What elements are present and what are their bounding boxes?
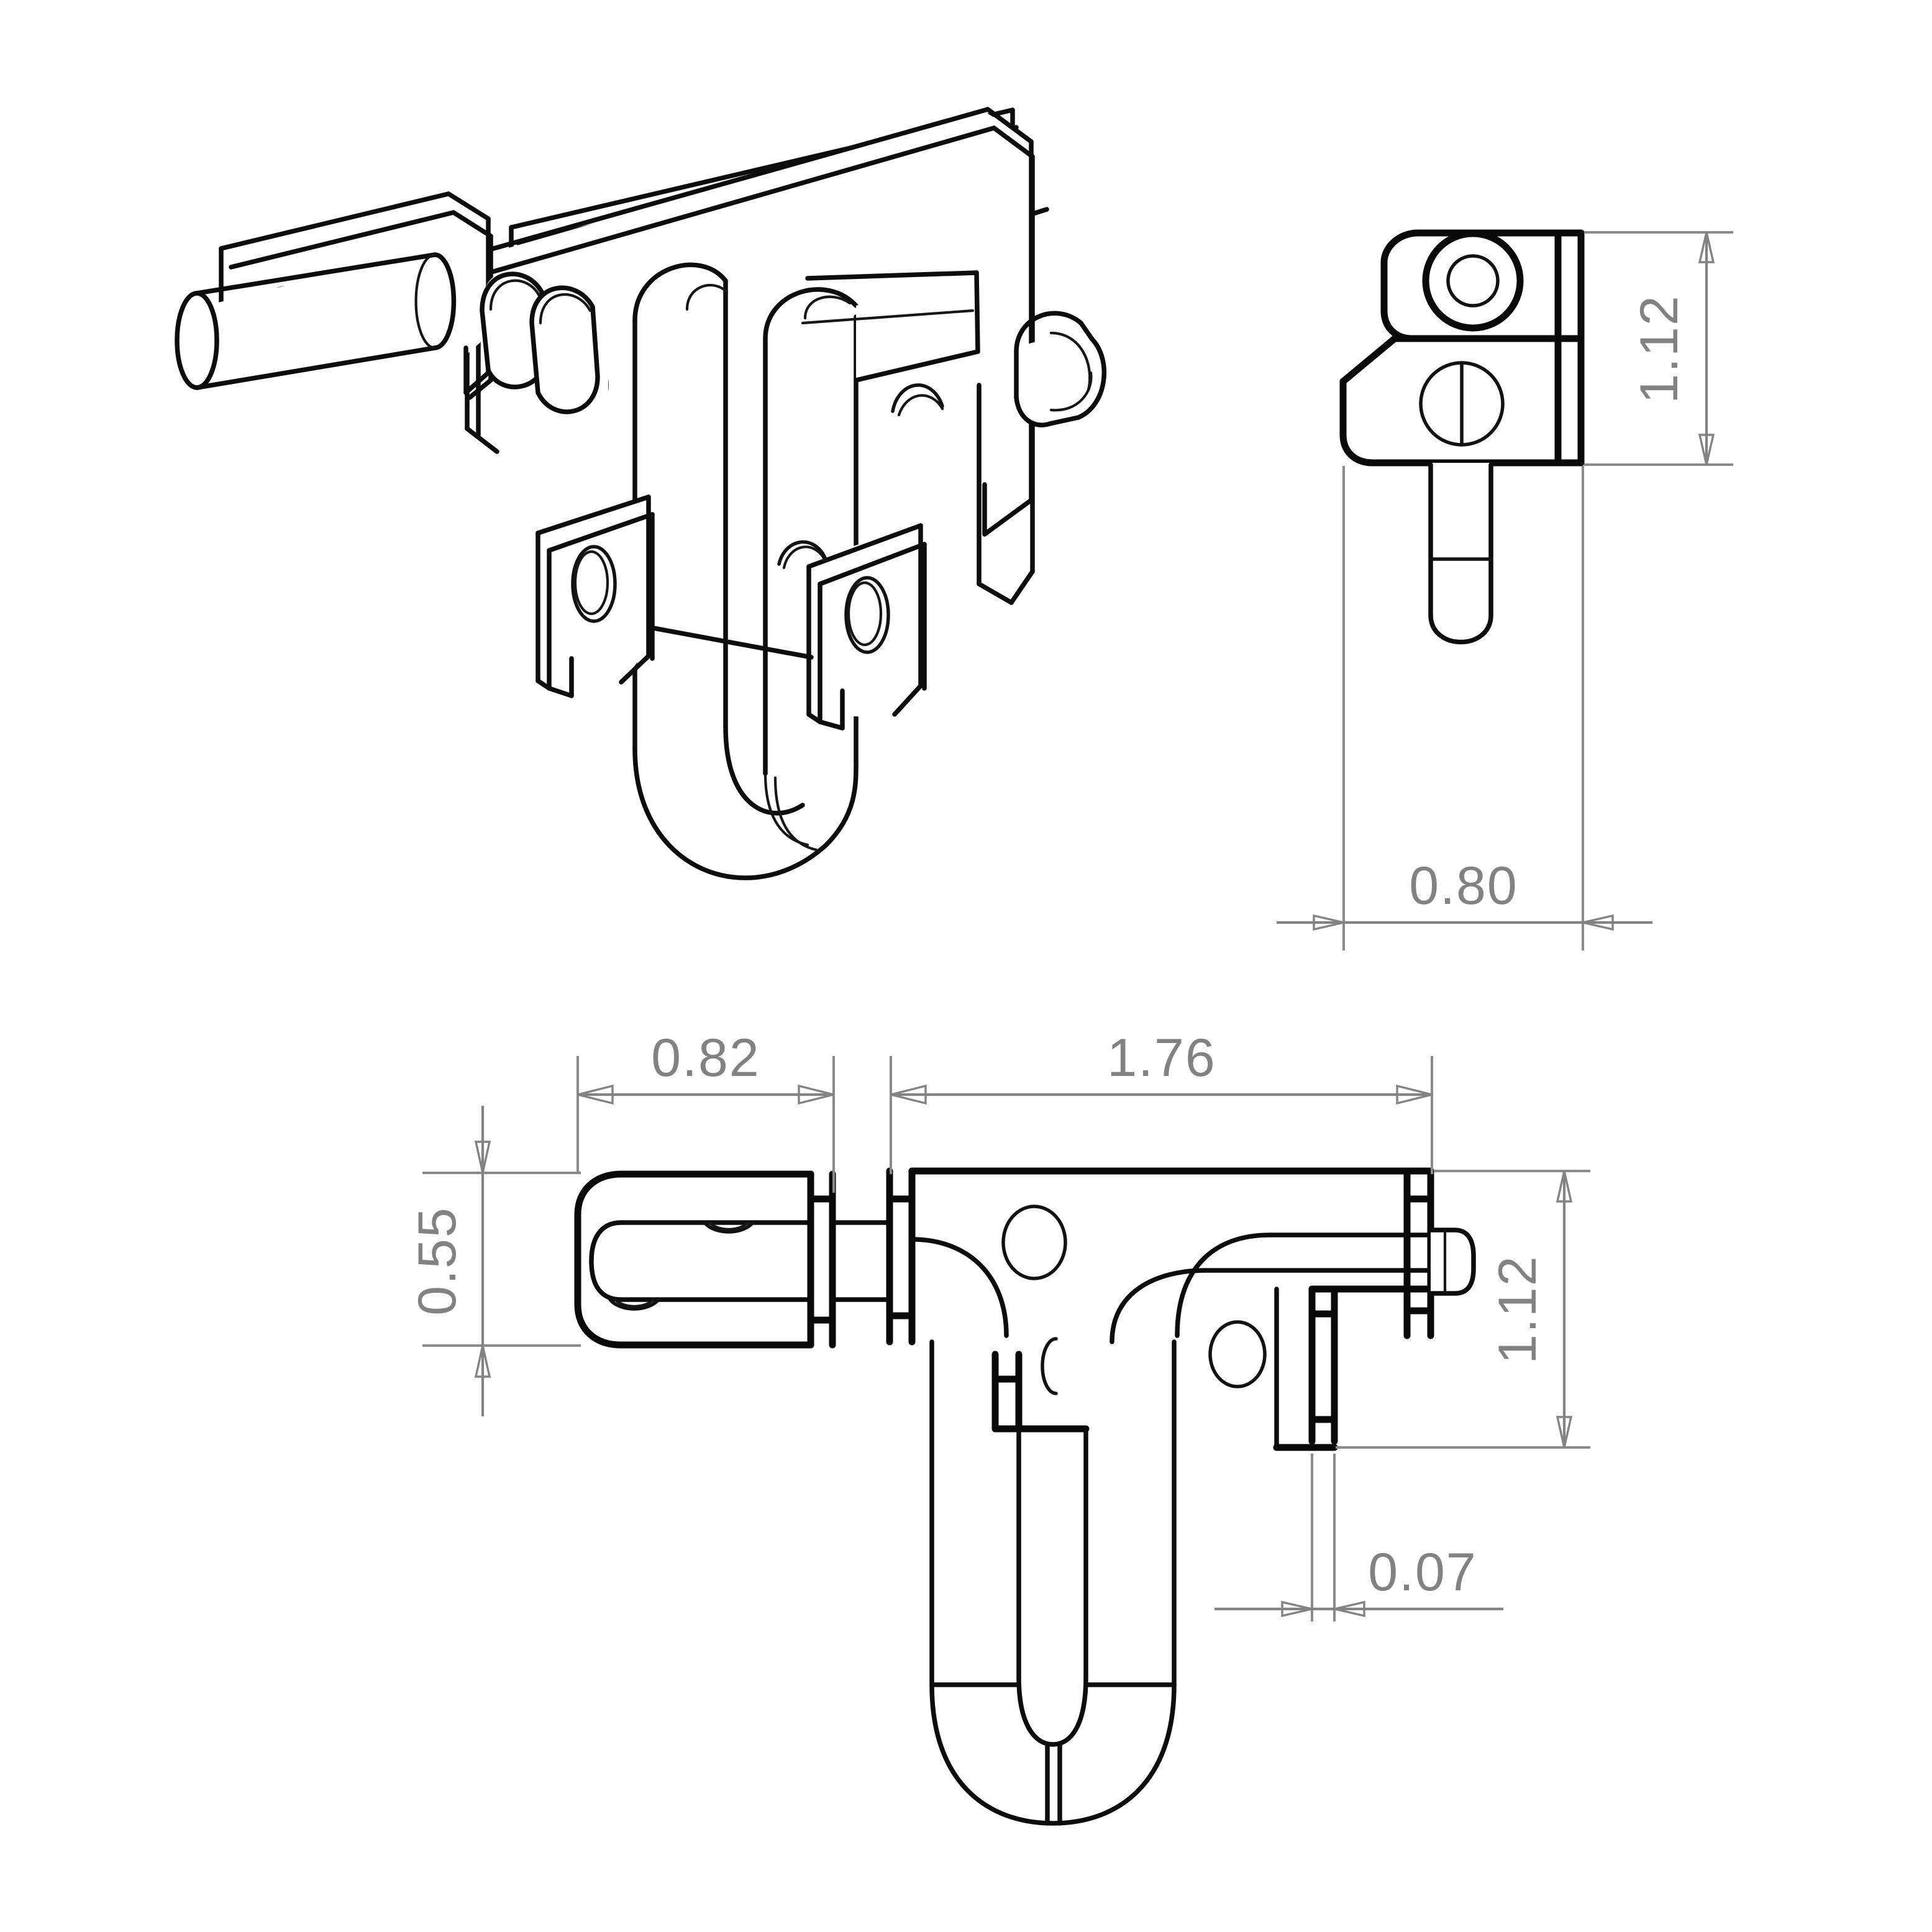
front-elevation-view <box>574 1167 1476 1826</box>
iso-u-bend <box>632 724 859 880</box>
dimension-0-55: 0.55 <box>408 1106 581 1416</box>
dimension-1-12-bottom: 1.12 <box>1336 1170 1590 1449</box>
dimension-value-0-82: 0.82 <box>651 1028 760 1088</box>
dimension-value-1-76: 1.76 <box>1107 1028 1216 1088</box>
dimension-value-0-55: 0.55 <box>408 1206 467 1315</box>
dimension-1-12-top: 1.12 <box>1584 231 1733 466</box>
iso-hinge-lug-b <box>529 285 600 414</box>
dimension-0-07: 0.07 <box>1214 1454 1503 1621</box>
fe-pin-barrel <box>574 1170 836 1349</box>
iso-mount-tab-right <box>777 523 927 731</box>
iso-horizontal-tube <box>801 270 980 383</box>
fe-main-body <box>886 1167 1476 1451</box>
iso-end-bolt <box>1014 311 1107 427</box>
iso-clevis-pin <box>175 251 457 390</box>
rs-pin <box>1428 462 1493 645</box>
dimension-value-1-12-bottom: 1.12 <box>1488 1255 1547 1364</box>
rs-counterbore-hole <box>1422 230 1524 332</box>
dimension-1-76: 1.76 <box>890 1028 1433 1174</box>
dimension-value-1-12-top: 1.12 <box>1629 294 1689 403</box>
iso-right-ear <box>977 383 1035 605</box>
dimension-value-0-07: 0.07 <box>1368 1542 1477 1602</box>
iso-rib-edge <box>647 625 814 660</box>
dimension-0-82: 0.82 <box>576 1028 835 1193</box>
rs-slotted-hole <box>1419 361 1505 447</box>
iso-mount-tab-left <box>535 494 655 698</box>
isometric-pictorial-view <box>175 107 1107 880</box>
fe-shaft <box>830 1220 892 1302</box>
dimension-0-80: 0.80 <box>1277 466 1652 950</box>
dimension-value-0-80: 0.80 <box>1409 856 1518 916</box>
iso-plate-hole-2 <box>891 383 944 417</box>
fe-hook-legs <box>929 1337 1177 1826</box>
right-side-elevation-view <box>1339 229 1585 645</box>
